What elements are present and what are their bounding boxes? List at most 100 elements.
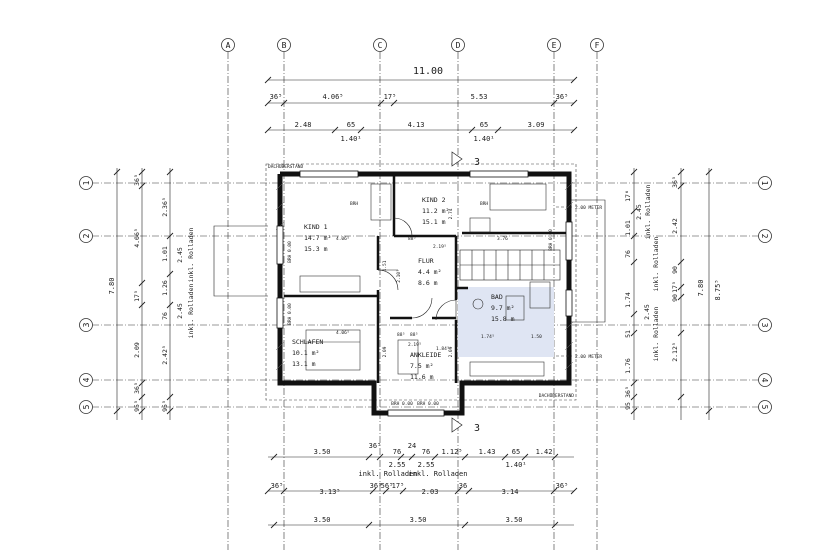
svg-text:76: 76: [393, 448, 401, 456]
svg-text:95: 95: [624, 402, 632, 410]
grid-marker-row-2-left: 2: [79, 229, 93, 243]
svg-text:4.13: 4.13: [408, 121, 425, 129]
grid-marker-f: F: [590, 38, 604, 52]
room-name: ANKLEIDE: [410, 351, 441, 359]
svg-text:17⁵: 17⁵: [133, 290, 141, 302]
svg-text:2.36⁵: 2.36⁵: [161, 197, 169, 217]
left-window-projection: [213, 225, 268, 297]
svg-text:1.01: 1.01: [161, 246, 169, 262]
svg-text:2.19⁵: 2.19⁵: [433, 244, 447, 250]
svg-text:65: 65: [347, 121, 355, 129]
room-area: 9.7 m²: [491, 304, 514, 312]
svg-text:4.06⁵: 4.06⁵: [133, 228, 141, 248]
grid-marker-row-3-right: 3: [758, 318, 772, 332]
svg-text:4: 4: [760, 378, 769, 383]
svg-text:5: 5: [760, 405, 769, 410]
parapet-label: BRH 0.00: [417, 401, 439, 407]
svg-text:7.80: 7.80: [697, 280, 705, 297]
svg-text:1.51: 1.51: [382, 260, 388, 271]
svg-text:3.76: 3.76: [497, 236, 508, 242]
roof-overhang-label-top: DACHÜBERSTAND: [268, 163, 304, 170]
svg-text:1.26: 1.26: [161, 280, 169, 296]
svg-text:1: 1: [82, 180, 91, 185]
right-dimension-texts: 7.80 8.75⁵ 17⁶ 1.01 76 1.74 51 1.76 36⁵ …: [624, 176, 722, 410]
svg-text:inkl. Rolladen: inkl. Rolladen: [187, 284, 195, 339]
door-swings: [377, 217, 457, 321]
room-name: KIND 1: [304, 223, 328, 231]
parapet-label: BRH 0.00: [287, 241, 293, 263]
right-dimension-chains: [630, 168, 713, 420]
room-bad: BAD 9.7 m² 15.8 m: [491, 293, 515, 323]
svg-text:1.40¹: 1.40¹: [505, 461, 526, 469]
room-perimeter: 15.3 m: [304, 245, 328, 253]
svg-text:90: 90: [671, 266, 679, 274]
svg-text:95⁵: 95⁵: [161, 400, 169, 412]
windows: [276, 170, 573, 417]
svg-text:2.10⁵: 2.10⁵: [396, 269, 402, 283]
svg-text:1.12⁵: 1.12⁵: [441, 448, 462, 456]
svg-text:E: E: [552, 41, 557, 50]
bottom-dimension-texts: 3.50 36⁵ 76 24 76 1.12⁵ 1.43 65 1.42 2.5…: [271, 442, 569, 524]
svg-text:2.45: 2.45: [176, 303, 184, 319]
top-dimension-chains: [264, 76, 578, 134]
furniture: [299, 183, 551, 377]
svg-text:65: 65: [480, 121, 488, 129]
svg-text:3.50: 3.50: [506, 516, 523, 524]
svg-text:2.45: 2.45: [176, 247, 184, 263]
grid-marker-row-5-left: 5: [79, 400, 93, 414]
grid-marker-e: E: [547, 38, 561, 52]
svg-text:36⁵: 36⁵: [624, 386, 632, 398]
svg-text:C: C: [378, 41, 383, 50]
svg-text:36: 36: [459, 482, 467, 490]
grid-marker-a: A: [221, 38, 235, 52]
interior-walls: [284, 174, 566, 383]
svg-text:36⁵: 36⁵: [133, 382, 141, 394]
window-mark: BRH: [480, 201, 488, 207]
svg-text:F: F: [595, 41, 600, 50]
grid-marker-b: B: [277, 38, 291, 52]
svg-text:76: 76: [624, 250, 632, 258]
dim-overall-depth-left: 7.80: [108, 278, 116, 295]
svg-text:2.09: 2.09: [133, 342, 141, 358]
room-name: KIND 2: [422, 196, 446, 204]
left-dimension-texts: 7.80 36⁵ 4.06⁵ 17⁵ 2.09 36⁵ 95⁵ 2.36⁵ 1.…: [108, 174, 195, 412]
svg-text:3.50: 3.50: [314, 516, 331, 524]
svg-text:2: 2: [82, 233, 91, 238]
room-flur: FLUR 4.4 m² 8.6 m: [418, 257, 441, 287]
staircase: [459, 249, 561, 281]
room-name: FLUR: [418, 257, 434, 265]
right-window-projection: [568, 199, 606, 323]
height-lines: [556, 206, 572, 357]
svg-text:51: 51: [624, 330, 632, 338]
svg-text:76: 76: [161, 312, 169, 320]
window-mark: BRH: [350, 201, 358, 207]
svg-text:inkl. Rolladen: inkl. Rolladen: [652, 307, 660, 362]
svg-text:1.43: 1.43: [479, 448, 496, 456]
room-area: 7.5 m²: [410, 362, 433, 370]
svg-text:4.06⁵: 4.06⁵: [322, 93, 343, 101]
svg-text:90: 90: [671, 294, 679, 302]
svg-text:17⁵: 17⁵: [392, 482, 405, 490]
svg-text:1: 1: [760, 181, 769, 186]
svg-text:2.48: 2.48: [295, 121, 312, 129]
svg-text:2.09: 2.09: [382, 346, 388, 357]
room-area: 11.2 m²: [422, 207, 449, 215]
svg-text:65: 65: [512, 448, 520, 456]
room-area: 10.1 m²: [292, 349, 319, 357]
svg-text:1.40¹: 1.40¹: [340, 135, 361, 143]
svg-text:3: 3: [82, 322, 91, 327]
grid-marker-row-2-right: 2: [758, 229, 772, 243]
height-label-bottom: 2.00 METER: [575, 354, 602, 360]
svg-text:36⁵: 36⁵: [369, 442, 382, 450]
room-kind-2: KIND 2 11.2 m² 15.1 m: [422, 196, 449, 226]
dim-overall-depth-right: 8.75⁵: [714, 279, 722, 300]
section-marker-bottom: 3: [451, 417, 480, 434]
svg-text:2.42⁵: 2.42⁵: [161, 345, 169, 365]
svg-text:1.01: 1.01: [624, 220, 632, 236]
room-name: SCHLAFEN: [292, 338, 323, 346]
roof-overhang-outline: [265, 163, 577, 401]
svg-text:4.06⁵: 4.06⁵: [336, 236, 350, 242]
svg-text:1.40¹: 1.40¹: [473, 135, 494, 143]
svg-text:2.55: 2.55: [418, 461, 435, 469]
svg-text:2.19⁵: 2.19⁵: [408, 342, 422, 348]
